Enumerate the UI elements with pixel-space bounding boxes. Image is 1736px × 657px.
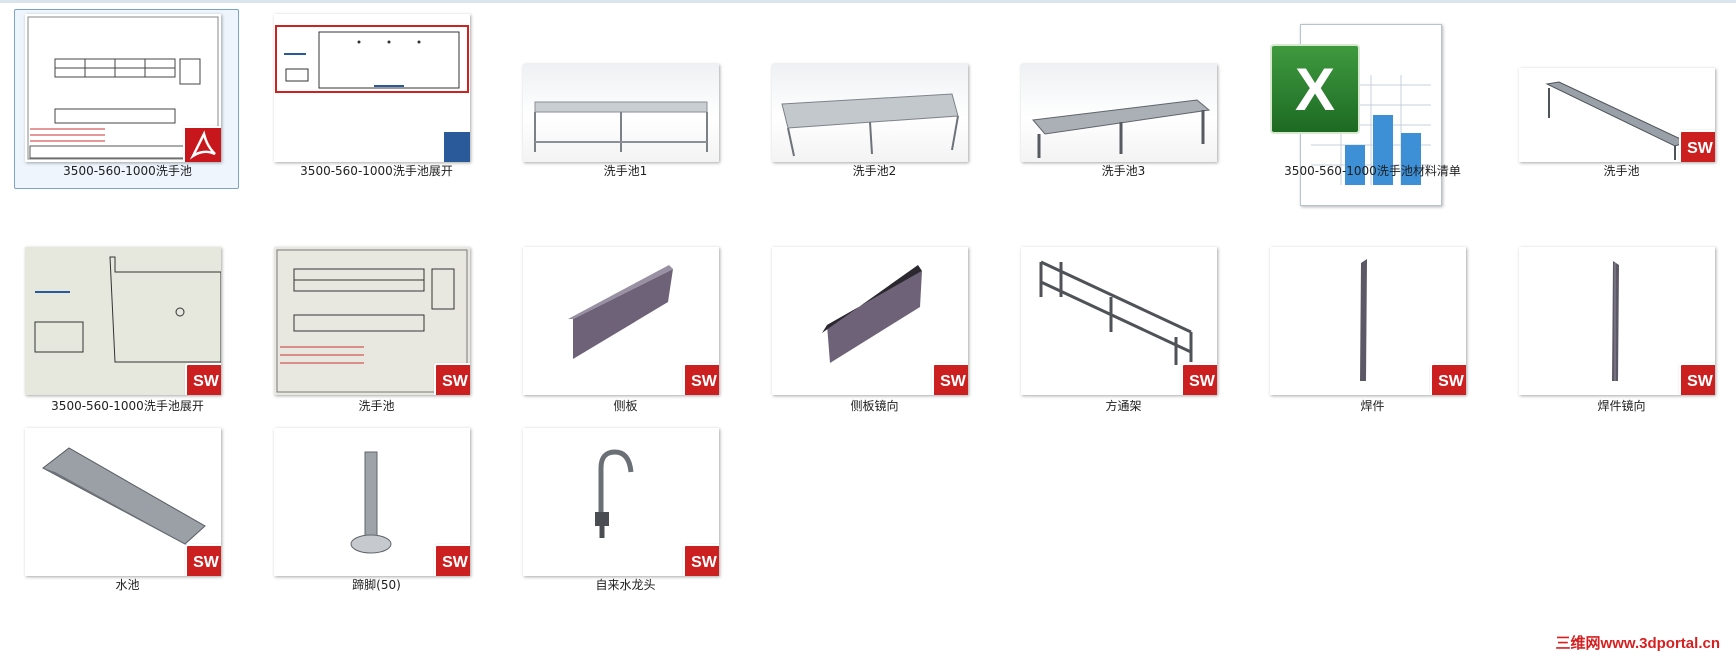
file-item-weldment[interactable]: SW 焊件 [1259, 240, 1484, 420]
solidworks-badge-icon: SW [1679, 130, 1715, 162]
file-item-bom-excel[interactable]: X 3500-560-1000洗手池材料清单 [1259, 9, 1484, 206]
thumbnail: SW [25, 247, 221, 395]
file-item-sink-assembly[interactable]: SW 洗手池 [1508, 9, 1733, 189]
solidworks-badge-icon: SW [185, 544, 221, 576]
thumbnail [523, 14, 719, 162]
solidworks-badge-icon: SW [185, 363, 221, 395]
file-item-side-panel-mirror[interactable]: SW 侧板镜向 [761, 240, 986, 420]
pdf-drawing-icon [25, 14, 221, 162]
thumbnail: SW [523, 247, 719, 395]
foot-icon: SW [274, 428, 470, 576]
thumbnail: SW [25, 428, 221, 576]
thumbnail: SW [523, 428, 719, 576]
file-label: 水池 [115, 578, 140, 592]
thumbnail: SW [772, 247, 968, 395]
thumbnail: SW [1519, 247, 1715, 395]
file-label: 侧板 [613, 399, 638, 413]
thumbnail: SW [1270, 247, 1466, 395]
solidworks-badge-icon: SW [683, 363, 719, 395]
file-item-unfold-sw-drawing[interactable]: SW 3500-560-1000洗手池展开 [14, 240, 239, 420]
file-item-basin[interactable]: SW 水池 [14, 421, 239, 601]
thumbnail [274, 14, 470, 162]
sink-assembly-icon: SW [1519, 68, 1715, 162]
file-label: 自来水龙头 [595, 578, 656, 592]
file-label: 蹄脚(50) [352, 578, 401, 592]
side-panel-icon: SW [523, 247, 719, 395]
file-item-sink-drawing[interactable]: SW 洗手池 [263, 240, 488, 420]
unfold-drawing-icon: SW [25, 247, 221, 395]
thumbnail: SW [274, 428, 470, 576]
faucet-icon: SW [523, 428, 719, 576]
file-label: 洗手池2 [852, 164, 897, 178]
file-label: 焊件 [1360, 399, 1385, 413]
thumbnail: SW [274, 247, 470, 395]
file-item-weldment-mirror[interactable]: SW 焊件镜向 [1508, 240, 1733, 420]
file-item-tube-frame[interactable]: SW 方通架 [1010, 240, 1235, 420]
solidworks-badge-icon: SW [434, 544, 470, 576]
file-item-render-2[interactable]: 洗手池2 [761, 9, 986, 189]
solidworks-badge-icon: SW [1679, 363, 1715, 395]
file-label: 3500-560-1000洗手池展开 [300, 164, 453, 178]
basin-icon: SW [25, 428, 221, 576]
file-item-faucet[interactable]: SW 自来水龙头 [512, 421, 737, 601]
file-label: 3500-560-1000洗手池材料清单 [1284, 164, 1461, 178]
excel-logo-icon: X [1270, 44, 1360, 134]
file-label: 3500-560-1000洗手池 [63, 164, 192, 178]
file-label: 侧板镜向 [850, 399, 899, 413]
file-item-foot[interactable]: SW 蹄脚(50) [263, 421, 488, 601]
solidworks-badge-icon: SW [434, 363, 470, 395]
thumbnail [772, 14, 968, 162]
weldment-icon: SW [1270, 247, 1466, 395]
drawing-badge-icon [442, 130, 470, 162]
file-label: 方通架 [1105, 399, 1142, 413]
file-item-render-1[interactable]: 洗手池1 [512, 9, 737, 189]
file-item-render-3[interactable]: 洗手池3 [1010, 9, 1235, 189]
file-label: 洗手池1 [603, 164, 648, 178]
solidworks-badge-icon: SW [683, 544, 719, 576]
render-image-icon [772, 64, 968, 162]
weldment-icon: SW [1519, 247, 1715, 395]
side-panel-icon: SW [772, 247, 968, 395]
file-label: 焊件镜向 [1597, 399, 1646, 413]
thumbnail [25, 14, 221, 162]
pdf-badge-icon [183, 126, 221, 162]
thumbnail [1021, 14, 1217, 162]
unfold-drawing-icon [274, 14, 470, 162]
top-border [0, 0, 1736, 3]
render-image-icon [523, 64, 719, 162]
file-label: 洗手池 [1603, 164, 1640, 178]
thumbnail: SW [1021, 247, 1217, 395]
solidworks-badge-icon: SW [932, 363, 968, 395]
render-image-icon [1021, 64, 1217, 162]
file-item-side-panel[interactable]: SW 侧板 [512, 240, 737, 420]
drawing-icon: SW [274, 247, 470, 395]
file-label: 洗手池3 [1101, 164, 1146, 178]
frame-icon: SW [1021, 247, 1217, 395]
thumbnail: SW [1519, 14, 1715, 162]
solidworks-badge-icon: SW [1430, 363, 1466, 395]
file-label: 3500-560-1000洗手池展开 [51, 399, 204, 413]
site-watermark: 三维网www.3dportal.cn [1555, 635, 1720, 652]
file-item-pdf-drawing[interactable]: 3500-560-1000洗手池 [14, 9, 239, 189]
solidworks-badge-icon: SW [1181, 363, 1217, 395]
thumbnail: X [1270, 14, 1466, 206]
file-item-unfold-drawing[interactable]: 3500-560-1000洗手池展开 [263, 9, 488, 189]
file-label: 洗手池 [358, 399, 395, 413]
